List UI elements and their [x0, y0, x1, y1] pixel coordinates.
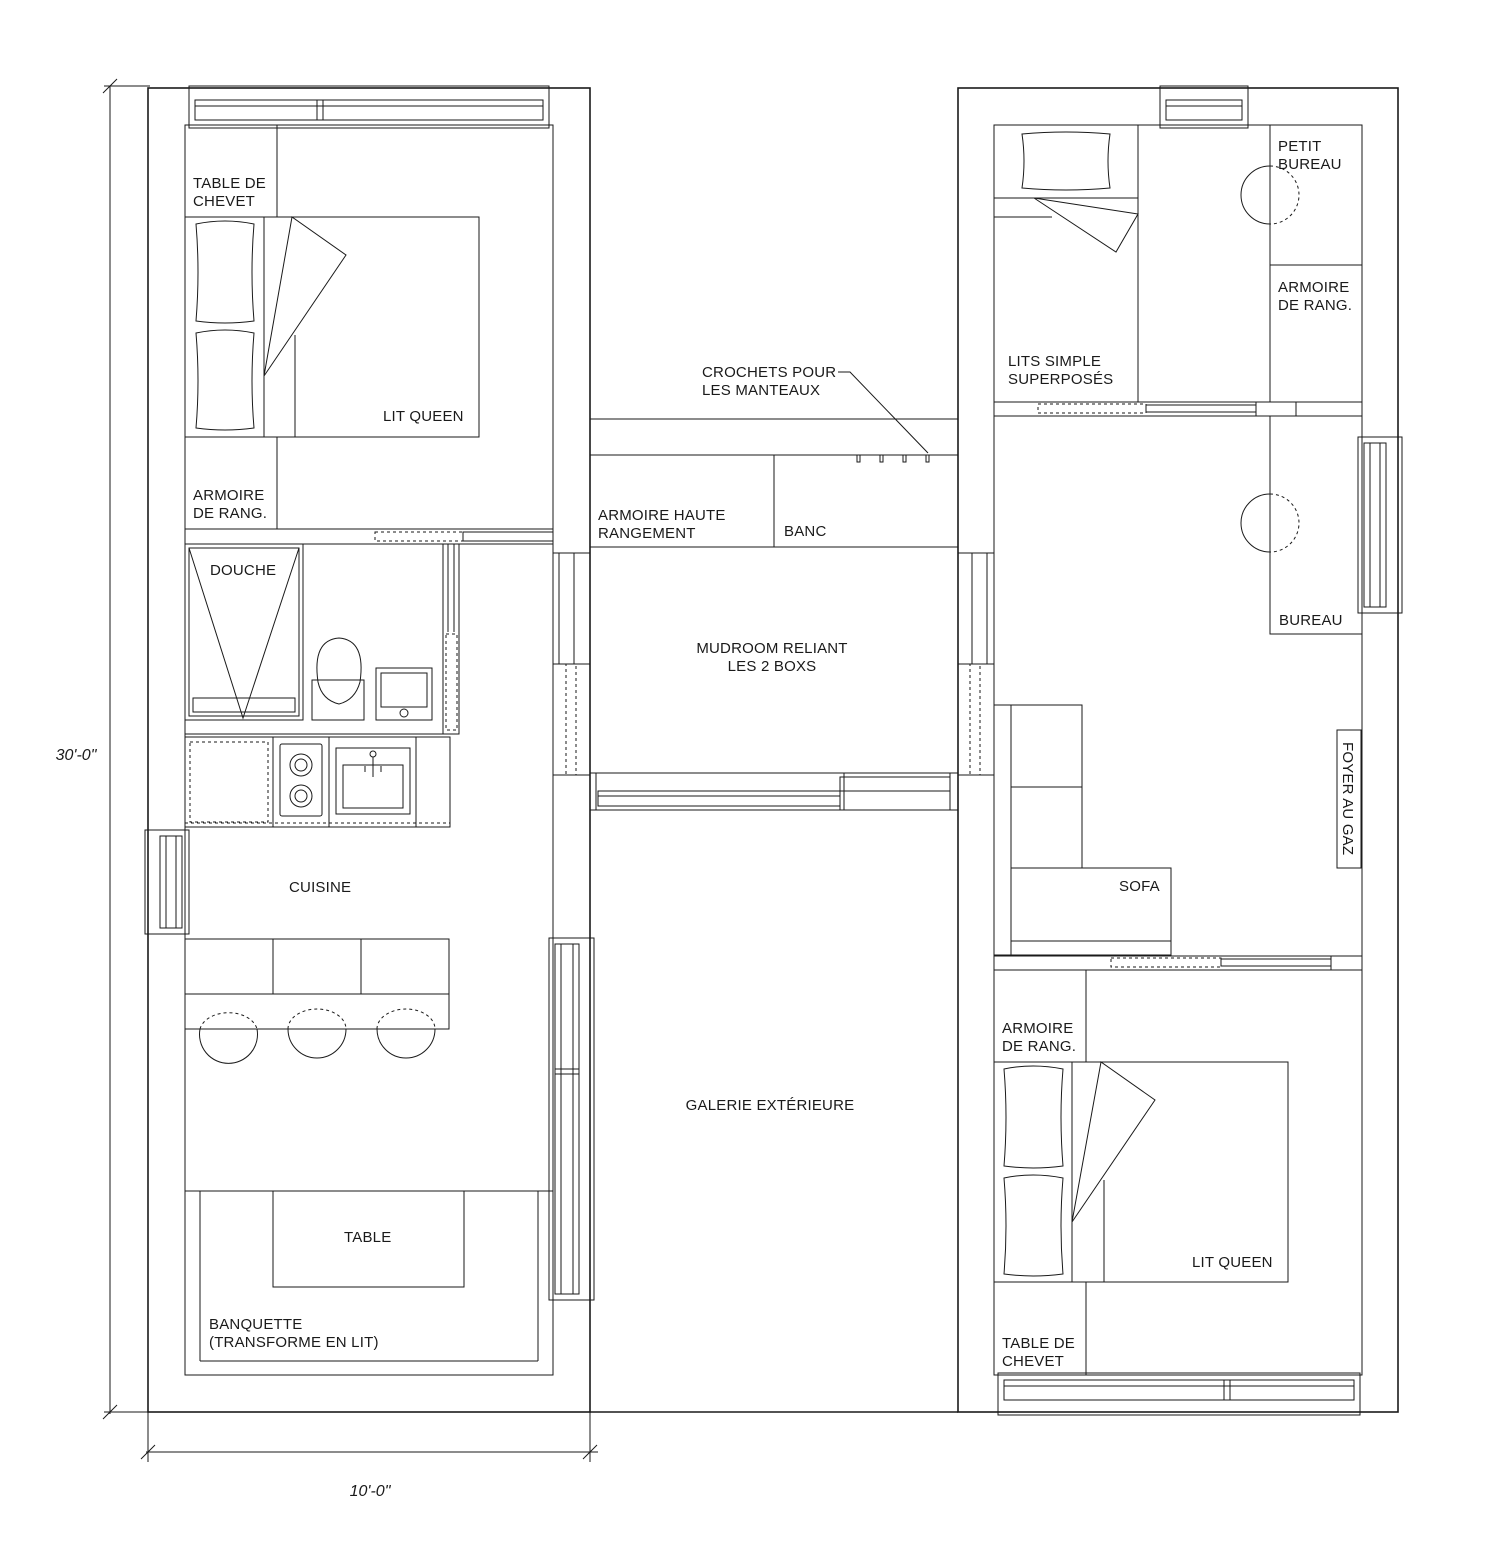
width-dimension-label: 10'-0" — [350, 1483, 392, 1500]
small-desk-label-2: BUREAU — [1278, 156, 1342, 173]
right-bottom-wardrobe-label-1: ARMOIRE — [1002, 1020, 1073, 1037]
left-top-window — [188, 85, 550, 129]
right-side-door — [957, 552, 995, 776]
sofa — [993, 704, 1172, 956]
left-box-walls — [147, 87, 591, 1413]
bunk-bed-label-2: SUPERPOSÉS — [1008, 371, 1113, 388]
dining-table — [272, 1190, 465, 1288]
sofa-label: SOFA — [1119, 878, 1160, 895]
mudroom-label-1: MUDROOM RELIANT — [696, 640, 847, 657]
left-side-door — [552, 552, 591, 776]
right-top-window — [1159, 85, 1249, 129]
banquette — [185, 1190, 553, 1362]
coat-hooks — [838, 371, 930, 463]
stool-icon — [287, 1008, 347, 1030]
right-bottom-window — [997, 1372, 1361, 1416]
kitchen-counter — [184, 736, 451, 828]
stool-icon — [287, 1028, 347, 1059]
stool-icon — [199, 1012, 258, 1030]
kitchen-label: CUISINE — [289, 879, 351, 896]
right-bed-label: LIT QUEEN — [1192, 1254, 1273, 1271]
left-bed-label: LIT QUEEN — [383, 408, 464, 425]
stool-icon — [199, 1028, 258, 1064]
right-nightstand-label-2: CHEVET — [1002, 1353, 1064, 1370]
coat-hooks-label-1: CROCHETS POUR — [702, 364, 836, 381]
right-queen-bed — [993, 1061, 1289, 1283]
left-nightstand-label-2: CHEVET — [193, 193, 255, 210]
right-nightstand — [993, 1281, 1087, 1376]
toilet-icon — [311, 637, 365, 721]
table-label: TABLE — [344, 1229, 391, 1246]
small-desk-label-1: PETIT — [1278, 138, 1322, 155]
mudroom-sliding-door — [595, 772, 951, 811]
kitchen-island — [184, 938, 450, 1030]
tall-cabinet-label-2: RANGEMENT — [598, 525, 696, 542]
left-side-window — [548, 937, 595, 1301]
desk-label: BUREAU — [1279, 612, 1343, 629]
right-top-wardrobe-label-1: ARMOIRE — [1278, 279, 1349, 296]
shower-label: DOUCHE — [210, 562, 276, 579]
pillow-icon — [1021, 131, 1111, 191]
stool-icon — [376, 1008, 436, 1030]
bedroom-partition — [993, 955, 1363, 971]
gallery-label: GALERIE EXTÉRIEURE — [686, 1097, 855, 1114]
bathroom-sink-icon — [375, 667, 433, 721]
pillow-icon — [195, 220, 255, 324]
pillow-icon — [195, 329, 255, 431]
fireplace-label: FOYER AU GAZ — [1339, 742, 1356, 855]
tall-cabinet-label-1: ARMOIRE HAUTE — [598, 507, 726, 524]
dimension-lines — [102, 78, 598, 1462]
left-wardrobe-label-1: ARMOIRE — [193, 487, 264, 504]
gas-fireplace — [1336, 729, 1362, 869]
shower — [184, 543, 304, 721]
pillow-icon — [1003, 1065, 1064, 1169]
left-wardrobe-label-2: DE RANG. — [193, 505, 267, 522]
left-queen-bed — [184, 216, 480, 438]
right-side-window — [1357, 436, 1403, 614]
banquette-label-1: BANQUETTE — [209, 1316, 302, 1333]
left-nightstand-label-1: TABLE DE — [193, 175, 266, 192]
height-dimension-label: 30'-0" — [56, 747, 98, 764]
bench-label: BANC — [784, 523, 826, 540]
coat-hooks-label-2: LES MANTEAUX — [702, 382, 820, 399]
mudroom-walls — [589, 418, 959, 811]
bunk-bed-label-1: LITS SIMPLE — [1008, 353, 1101, 370]
right-bottom-wardrobe-label-2: DE RANG. — [1002, 1038, 1076, 1055]
mudroom-label-2: LES 2 BOXS — [728, 658, 817, 675]
stools — [199, 1008, 436, 1064]
bathroom-partition — [184, 528, 554, 735]
banquette-label-2: (TRANSFORME EN LIT) — [209, 1334, 379, 1351]
right-top-wardrobe-label-2: DE RANG. — [1278, 297, 1352, 314]
stool-icon — [376, 1028, 436, 1059]
kitchen-window — [144, 829, 190, 935]
pillow-icon — [1003, 1174, 1064, 1277]
desk — [1240, 415, 1363, 635]
right-nightstand-label-1: TABLE DE — [1002, 1335, 1075, 1352]
bunk-room-partition — [993, 401, 1363, 417]
